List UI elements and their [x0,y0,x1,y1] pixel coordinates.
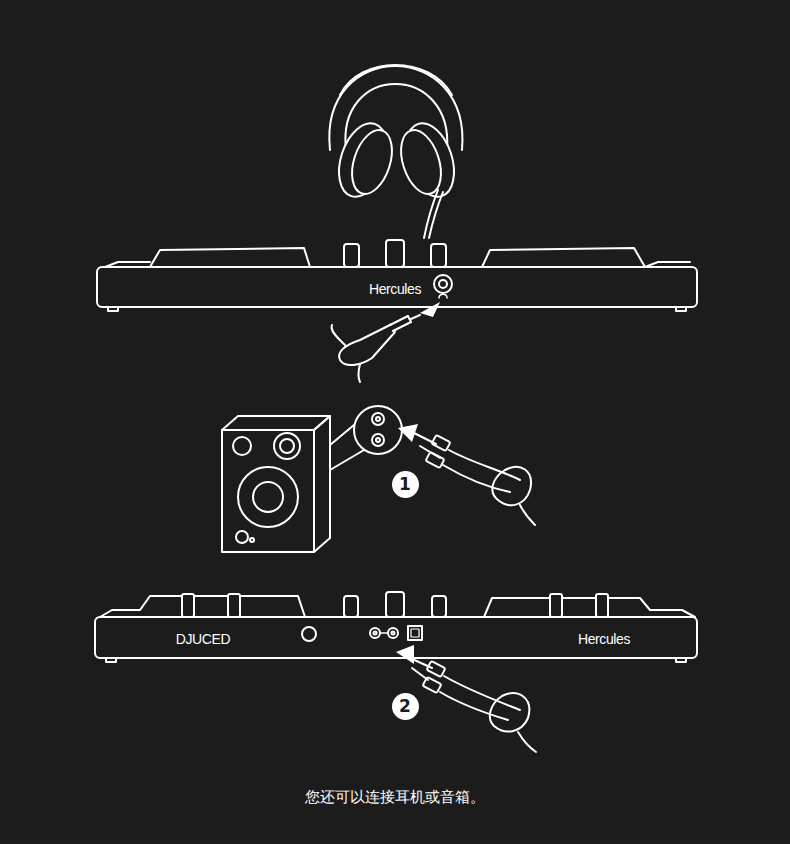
headphones-part [340,65,452,95]
controller-bottom-part [302,627,316,641]
controller-bottom-part [100,596,305,617]
controller-top-part [386,240,404,267]
speaker-part [432,435,451,451]
controller-top-part [439,280,447,288]
headphones-part [345,125,400,199]
speaker-part [443,465,510,492]
speaker [222,406,535,552]
callout-number: 2 [399,698,411,715]
controller-top-part [97,267,697,307]
hand-jack-part [339,324,395,365]
speaker-part [238,467,298,527]
controller-bottom-part [432,596,446,617]
controller-top-part [344,244,359,267]
controller-top-part [108,307,118,311]
controller-bottom-part [392,632,395,635]
controller-bottom [95,592,697,662]
speaker-part [236,531,248,543]
headphones-part [429,192,443,238]
controller-bottom-part [344,596,358,617]
controller-top-part [439,294,447,298]
brand-logo: DJUCED [176,632,230,646]
rca-cable-part [490,693,529,731]
controller-bottom-part [370,628,380,638]
speaker-part [274,433,300,459]
speaker-part [492,467,531,505]
controller-bottom-part [676,658,686,662]
speaker-part [376,438,380,442]
controller-bottom-part [550,594,562,617]
hand-jack-part [332,325,345,345]
controller-bottom-part [95,617,697,658]
speaker-part [330,450,364,470]
rca-cable-part [427,661,446,677]
speaker-part [250,538,254,542]
controller-top-part [434,275,452,293]
controller-bottom-part [386,592,404,617]
controller-top [97,240,697,311]
rca-cable-part [440,692,508,720]
controller-bottom-part [374,632,377,635]
hand-jack-part [393,322,411,331]
speaker-part [222,416,330,430]
speaker-part [280,439,294,453]
brand-logo: Hercules [578,632,630,646]
controller-bottom-part [182,594,194,617]
controller-bottom-part [411,629,419,637]
callout-circle: 2 [392,693,419,720]
caption: 您还可以连接耳机或音箱。 [0,788,790,807]
rca-cable-part [518,732,536,752]
speaker-part [372,413,384,425]
controller-bottom-part [228,594,240,617]
controller-bottom-part [484,598,695,617]
headphones-part [394,125,449,199]
speaker-part [314,416,330,552]
controller-bottom-part [596,594,608,617]
speaker-part [222,430,314,552]
hand-jack-part [359,364,361,382]
rca-cable-part [423,677,442,693]
speaker-part [449,450,520,480]
headphones [329,65,462,238]
controller-top-part [676,307,686,311]
speaker-part [354,406,402,454]
controller-top-part [482,248,645,267]
controller-bottom-part [106,658,116,662]
hand-jack-part [420,302,440,317]
rca-cable-part [396,645,414,664]
brand-logo: Hercules [369,282,421,296]
speaker-part [253,482,283,512]
controller-top-part [431,244,446,267]
speaker-part [426,452,445,468]
hand-jack [332,302,440,382]
speaker-part [372,434,384,446]
speaker-part [233,437,251,455]
speaker-part [520,505,535,525]
speaker-part [376,417,380,421]
callout-number: 1 [399,476,411,493]
controller-bottom-part [408,626,422,640]
controller-bottom-part [380,632,388,634]
hand-jack-part [411,315,420,319]
controller-top-part [150,248,310,267]
callout-circle: 1 [392,471,419,498]
controller-bottom-part [388,628,398,638]
